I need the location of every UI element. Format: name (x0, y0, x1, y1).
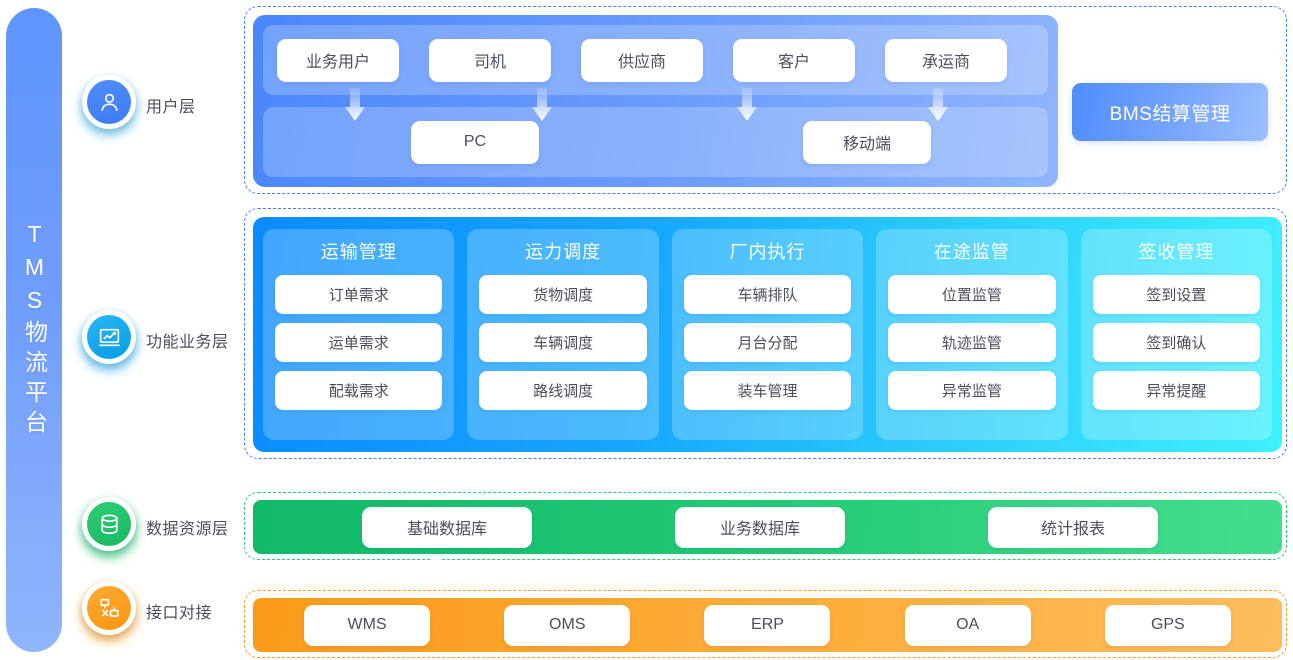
function-item[interactable]: 签到确认 (1092, 323, 1261, 362)
user-icon (76, 72, 142, 138)
function-item[interactable]: 异常提醒 (1092, 371, 1261, 410)
user-client-pill[interactable]: PC (411, 120, 539, 164)
platform-title: TMS物流平台 (21, 220, 48, 440)
function-column: 运力调度 货物调度 车辆调度 路线调度 (467, 229, 659, 440)
function-column: 运输管理 订单需求 运单需求 配载需求 (263, 229, 455, 440)
user-actor-pill[interactable]: 承运商 (885, 38, 1007, 82)
chart-icon-disc (87, 315, 131, 359)
down-arrow-icon (927, 88, 949, 122)
function-column-title: 运输管理 (320, 242, 397, 262)
down-arrow-icon (344, 88, 366, 122)
function-item[interactable]: 异常监管 (888, 371, 1056, 410)
interface-item[interactable]: OMS (504, 604, 631, 646)
function-column: 在途监管 位置监管 轨迹监管 异常监管 (876, 229, 1068, 440)
network-icon-disc (87, 586, 131, 630)
data-layer-panel: 基础数据库 业务数据库 统计报表 (253, 500, 1282, 554)
interface-item[interactable]: OA (904, 604, 1031, 646)
user-actor-pill[interactable]: 业务用户 (277, 38, 399, 82)
function-item[interactable]: 配载需求 (275, 371, 443, 410)
function-item[interactable]: 月台分配 (683, 323, 852, 362)
layer-legend-label-user: 用户层 (146, 99, 196, 116)
function-item[interactable]: 路线调度 (479, 371, 647, 410)
data-layer-container: 基础数据库 业务数据库 统计报表 (244, 492, 1287, 560)
user-client-pill[interactable]: 移动端 (803, 120, 931, 164)
down-arrow-icon (531, 88, 553, 122)
user-layer-container: 业务用户 司机 供应商 客户 承运商 PC 移动端 BMS结算管理 (244, 6, 1287, 194)
layer-legend-label-data: 数据资源层 (146, 521, 229, 538)
interface-layer-panel: WMS OMS ERP OA GPS (253, 598, 1282, 652)
down-arrow-icon (423, 557, 449, 593)
function-layer-container: 运输管理 订单需求 运单需求 配载需求 运力调度 货物调度 车辆调度 路线调度 … (244, 208, 1287, 459)
layer-legend-interface: 接口对接 (76, 578, 212, 644)
user-actor-pill[interactable]: 供应商 (581, 38, 703, 82)
function-column-title: 在途监管 (933, 242, 1010, 262)
function-column-title: 厂内执行 (729, 242, 806, 262)
user-actor-pill[interactable]: 客户 (733, 38, 855, 82)
interface-item[interactable]: ERP (704, 604, 831, 646)
layer-legend-user: 用户层 (76, 72, 196, 138)
data-item[interactable]: 统计报表 (988, 506, 1158, 548)
user-client-row: PC 移动端 (263, 107, 1048, 177)
function-column: 签收管理 签到设置 签到确认 异常提醒 (1080, 229, 1273, 440)
data-item[interactable]: 业务数据库 (675, 506, 845, 548)
function-item[interactable]: 位置监管 (888, 275, 1056, 314)
function-column: 厂内执行 车辆排队 月台分配 装车管理 (671, 229, 864, 440)
function-column-title: 运力调度 (525, 242, 602, 262)
user-actor-row: 业务用户 司机 供应商 客户 承运商 (263, 25, 1048, 95)
interface-layer-container: WMS OMS ERP OA GPS (244, 590, 1287, 658)
user-layer-panel: 业务用户 司机 供应商 客户 承运商 PC 移动端 (253, 15, 1058, 187)
chart-icon (76, 307, 142, 373)
function-item[interactable]: 货物调度 (479, 275, 647, 314)
interface-item[interactable]: WMS (304, 604, 431, 646)
data-item[interactable]: 基础数据库 (362, 506, 532, 548)
layer-legend-data: 数据资源层 (76, 494, 229, 560)
user-icon-disc (87, 80, 131, 124)
user-actor-pill[interactable]: 司机 (429, 38, 551, 82)
function-item[interactable]: 签到设置 (1092, 275, 1261, 314)
database-icon-disc (87, 502, 131, 546)
function-item[interactable]: 装车管理 (683, 371, 852, 410)
function-item[interactable]: 轨迹监管 (888, 323, 1056, 362)
bms-module-button[interactable]: BMS结算管理 (1072, 83, 1268, 141)
function-item[interactable]: 车辆排队 (683, 275, 852, 314)
function-layer-panel: 运输管理 订单需求 运单需求 配载需求 运力调度 货物调度 车辆调度 路线调度 … (253, 217, 1282, 452)
down-arrow-icon (736, 88, 758, 122)
function-item[interactable]: 订单需求 (275, 275, 443, 314)
database-icon (76, 494, 142, 560)
layer-legend-label-interface: 接口对接 (146, 605, 213, 622)
function-item[interactable]: 车辆调度 (479, 323, 647, 362)
function-column-title: 签收管理 (1138, 242, 1215, 262)
layer-legend-label-function: 功能业务层 (146, 334, 229, 351)
function-item[interactable]: 运单需求 (275, 323, 443, 362)
platform-title-bar: TMS物流平台 (6, 8, 62, 652)
interface-item[interactable]: GPS (1104, 604, 1231, 646)
network-icon (76, 578, 142, 644)
layer-legend-function: 功能业务层 (76, 307, 229, 373)
